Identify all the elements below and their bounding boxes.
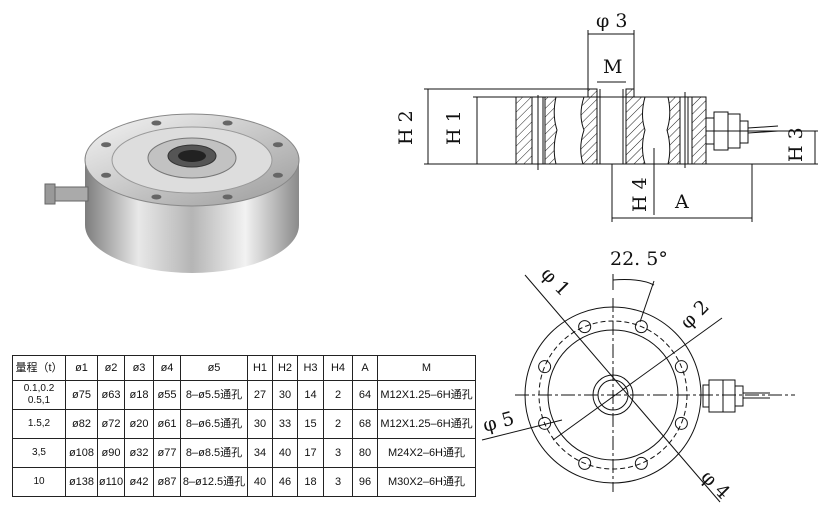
bolt-hole bbox=[578, 320, 592, 334]
photo-bolt-hole bbox=[101, 172, 112, 178]
table-cell: M30X2–6H通孔 bbox=[377, 467, 476, 497]
table-cell: 8–ø12.5通孔 bbox=[180, 467, 248, 497]
bolt-hole bbox=[674, 360, 688, 374]
header-cell: M bbox=[377, 355, 476, 381]
table-cell: ø42 bbox=[124, 467, 154, 497]
bolt-hole bbox=[634, 456, 648, 470]
bolt-hole bbox=[578, 456, 592, 470]
product-photo bbox=[44, 113, 300, 273]
side-section-view bbox=[424, 30, 818, 222]
a-label: A bbox=[674, 191, 689, 213]
header-cell: ø5 bbox=[180, 355, 248, 381]
table-cell: ø87 bbox=[153, 467, 181, 497]
table-cell: ø75 bbox=[65, 380, 98, 410]
header-cell: ø3 bbox=[124, 355, 154, 381]
table-cell: 8–ø5.5通孔 bbox=[180, 380, 248, 410]
top-view bbox=[481, 274, 795, 503]
table-cell: 17 bbox=[297, 438, 324, 468]
table-cell: 2 bbox=[323, 409, 353, 439]
table-cell: ø90 bbox=[97, 438, 125, 468]
table-cell: M12X1.25–6H通孔 bbox=[377, 409, 476, 439]
table-cell: 2 bbox=[323, 380, 353, 410]
bolt-hole bbox=[634, 320, 648, 334]
table-cell: 40 bbox=[272, 438, 298, 468]
photo-bolt-hole bbox=[222, 194, 233, 200]
table-cell: 34 bbox=[247, 438, 273, 468]
table-cell: ø18 bbox=[124, 380, 154, 410]
header-cell: A bbox=[352, 355, 378, 381]
photo-bolt-hole bbox=[151, 194, 162, 200]
table-cell: 80 bbox=[352, 438, 378, 468]
table-cell: ø77 bbox=[153, 438, 181, 468]
bolt-hole bbox=[538, 360, 552, 374]
table-cell: ø72 bbox=[97, 409, 125, 439]
table-cell: ø138 bbox=[65, 467, 98, 497]
table-cell: ø61 bbox=[153, 409, 181, 439]
table-cell: ø108 bbox=[65, 438, 98, 468]
photo-bolt-hole bbox=[101, 142, 112, 148]
header-cell: H1 bbox=[247, 355, 273, 381]
photo-bolt-hole bbox=[272, 172, 283, 178]
table-cell: 8–ø6.5通孔 bbox=[180, 409, 248, 439]
table-cell: ø110 bbox=[97, 467, 125, 497]
bolt-hole bbox=[674, 416, 688, 430]
phi4-label: φ 4 bbox=[696, 466, 734, 504]
table-cell: M12X1.25–6H通孔 bbox=[377, 380, 476, 410]
photo-bolt-hole bbox=[151, 120, 162, 126]
table-cell: 30 bbox=[272, 380, 298, 410]
h2-label: H 2 bbox=[395, 110, 417, 145]
photo-bolt-hole bbox=[222, 120, 233, 126]
table-cell: 27 bbox=[247, 380, 273, 410]
header-cell: H3 bbox=[297, 355, 324, 381]
table-cell: 14 bbox=[297, 380, 324, 410]
table-cell: 0.1,0.2 0.5,1 bbox=[12, 380, 66, 410]
table-cell: 68 bbox=[352, 409, 378, 439]
table-cell: 1.5,2 bbox=[12, 409, 66, 439]
table-cell: ø55 bbox=[153, 380, 181, 410]
table-cell: 33 bbox=[272, 409, 298, 439]
table-cell: 8–ø8.5通孔 bbox=[180, 438, 248, 468]
h1-label: H 1 bbox=[443, 110, 465, 145]
table-cell: 3 bbox=[323, 467, 353, 497]
table-cell: 3 bbox=[323, 438, 353, 468]
photo-bolt-hole bbox=[272, 142, 283, 148]
table-cell: 18 bbox=[297, 467, 324, 497]
table-cell: 96 bbox=[352, 467, 378, 497]
m-label: M bbox=[603, 56, 622, 78]
table-cell: ø32 bbox=[124, 438, 154, 468]
table-cell: 46 bbox=[272, 467, 298, 497]
h3-label: H 3 bbox=[785, 127, 807, 162]
table-cell: 10 bbox=[12, 467, 66, 497]
table-cell: 3,5 bbox=[12, 438, 66, 468]
table-cell: M24X2–6H通孔 bbox=[377, 438, 476, 468]
angle-label: 22. 5° bbox=[610, 248, 668, 270]
header-cell: ø4 bbox=[153, 355, 181, 381]
table-cell: ø63 bbox=[97, 380, 125, 410]
table-cell: 40 bbox=[247, 467, 273, 497]
header-cell: H4 bbox=[323, 355, 353, 381]
table-cell: 30 bbox=[247, 409, 273, 439]
header-cell: ø2 bbox=[97, 355, 125, 381]
phi3-label: φ 3 bbox=[596, 10, 627, 32]
table-cell: ø20 bbox=[124, 409, 154, 439]
table-cell: ø82 bbox=[65, 409, 98, 439]
header-cell: H2 bbox=[272, 355, 298, 381]
h4-label: H 4 bbox=[629, 177, 651, 212]
header-cell: ø1 bbox=[65, 355, 98, 381]
table-cell: 15 bbox=[297, 409, 324, 439]
table-cell: 64 bbox=[352, 380, 378, 410]
header-cell: 量程（t） bbox=[12, 355, 66, 381]
